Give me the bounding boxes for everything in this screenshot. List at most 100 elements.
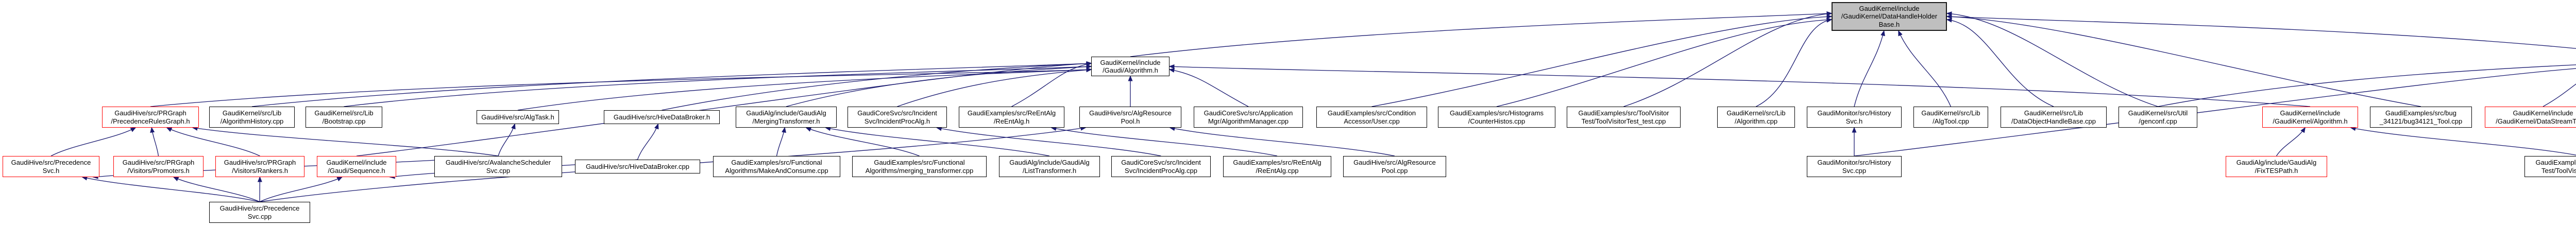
node-algtask_h[interactable]: GaudiHive/src/AlgTask.h (477, 110, 559, 124)
include-edge (1756, 18, 1833, 107)
node-bootstrap_cpp[interactable]: GaudiKernel/src/Lib/Bootstrap.cpp (306, 107, 382, 128)
node-sequence_h[interactable]: GaudiKernel/include/Gaudi/Sequence.h (317, 156, 396, 177)
node-label-line: GaudiExamples/src/bug (2385, 109, 2456, 117)
node-label-line: GaudiHive/src/PRGraph (122, 159, 195, 166)
node-label-line: GaudiCoreSvc/src/Application (1204, 109, 1293, 117)
include-edge (166, 127, 260, 157)
node-gk_algorithm_h[interactable]: GaudiKernel/include/GaudiKernel/Algorith… (2262, 107, 2358, 128)
node-label-line: GaudiKernel/include (2280, 109, 2341, 117)
node-label-line: /Algorithm.cpp (1734, 117, 1778, 125)
node-toolvisitortestlib_cpp[interactable]: GaudiExamples/src/ToolVisitorTest/ToolVi… (2524, 156, 2576, 177)
node-label-line: Test/ToolVisitorTestLib.cpp (2541, 166, 2576, 175)
node-label-line: GaudiMonitor/src/History (1817, 159, 1891, 166)
node-algtool_cpp[interactable]: GaudiKernel/src/Lib/AlgTool.cpp (1913, 107, 1988, 128)
node-label-line: /ListTransformer.h (1022, 166, 1077, 175)
include-edge (1496, 18, 1833, 107)
node-genconf_cpp[interactable]: GaudiKernel/src/Util/genconf.cpp (2119, 107, 2197, 128)
node-label-line: GaudiCoreSvc/src/Incident (1121, 159, 1201, 166)
include-edge (1130, 11, 1833, 57)
node-label-line: /GaudiKernel/DataStreamTool.h (2496, 117, 2576, 125)
node-hivedatabroker_cpp[interactable]: GaudiHive/src/HiveDataBroker.cpp (575, 160, 700, 173)
node-label-line: Pool.cpp (1381, 166, 1408, 175)
include-edge (1168, 64, 2311, 107)
include-edge (2158, 64, 2576, 107)
include-edge (1623, 11, 1833, 107)
node-label-line: Test/ToolVisitorTest_test.cpp (1581, 117, 1666, 125)
include-edge (2543, 83, 2576, 107)
node-mergingtransformer_h[interactable]: GaudiAlg/include/GaudiAlg/MergingTransfo… (736, 107, 837, 128)
node-label-line: GaudiAlg/include/GaudiAlg (2236, 159, 2317, 166)
include-edge (776, 127, 786, 157)
node-fixtespath_h[interactable]: GaudiAlg/include/GaudiAlg/FixTESPath.h (2226, 156, 2327, 177)
node-label-line: GaudiHive/src/AlgTask.h (481, 113, 554, 121)
node-label-line: /Visitors/Rankers.h (232, 166, 288, 175)
include-edge (173, 177, 260, 202)
node-reentalg_h[interactable]: GaudiExamples/src/ReEntAlg/ReEntAlg.h (959, 107, 1064, 128)
include-edge (1946, 14, 2576, 49)
node-alghistory_cpp[interactable]: GaudiKernel/src/Lib/AlgorithmHistory.cpp (209, 107, 295, 128)
node-label-line: GaudiKernel/src/Lib (1726, 109, 1786, 117)
include-edge (50, 127, 137, 157)
node-datastreamtool_h[interactable]: GaudiKernel/include/GaudiKernel/DataStre… (2485, 107, 2576, 128)
include-edge (637, 123, 659, 160)
include-edge (1946, 11, 2158, 107)
node-label-line: /PrecedenceRulesGraph.h (111, 117, 190, 125)
include-edge (1946, 14, 2421, 107)
node-promoters_h[interactable]: GaudiHive/src/PRGraph/Visitors/Promoters… (113, 156, 204, 177)
node-label-line: GaudiHive/src/PRGraph (224, 159, 296, 166)
node-listtransformer_h[interactable]: GaudiAlg/include/GaudiAlg/ListTransforme… (999, 156, 1100, 177)
node-label-line: Algorithms/MakeAndConsume.cpp (725, 166, 828, 175)
node-label-line: GaudiHive/src/Precedence (219, 204, 300, 212)
node-label-line: Svc.h (42, 166, 60, 175)
node-label-line: Svc.cpp (247, 212, 272, 220)
node-label-line: Svc.cpp (486, 166, 511, 175)
include-edge (2350, 126, 2576, 155)
node-label-line: GaudiExamples/src/ReEntAlg (967, 109, 1056, 117)
node-label-line: GaudiKernel/include (1859, 4, 1920, 12)
node-label-line: Algorithms/merging_transformer.cpp (865, 166, 974, 175)
node-prgraph[interactable]: GaudiHive/src/PRGraph/PrecedenceRulesGra… (102, 107, 199, 128)
node-label-line: GaudiCoreSvc/src/Incident (857, 109, 937, 117)
node-label-line: GaudiHive/src/AlgResource (1353, 159, 1436, 166)
node-label-line: GaudiHive/src/PRGraph (114, 109, 187, 117)
node-label-line: _34121/bug34121_Tool.cpp (2379, 117, 2463, 125)
node-reentalg_cpp[interactable]: GaudiExamples/src/ReEntAlg/ReEntAlg.cpp (1223, 156, 1331, 177)
node-label-line: GaudiKernel/include (2513, 109, 2573, 117)
node-label-line: Mgr/AlgorithmManager.cpp (1208, 117, 1289, 125)
node-label-line: Svc/IncidentProcAlg.h (864, 117, 930, 125)
node-algorithm_cpp[interactable]: GaudiKernel/src/Lib/Algorithm.cpp (1717, 107, 1795, 128)
node-bug34121_tool_cpp[interactable]: GaudiExamples/src/bug_34121/bug34121_Too… (2370, 107, 2472, 128)
node-label-line: /GaudiKernel/Algorithm.h (2273, 117, 2348, 125)
node-counterhistos_cpp[interactable]: GaudiExamples/src/Histograms/CounterHist… (1438, 107, 1555, 128)
node-label-line: /MergingTransformer.h (752, 117, 820, 125)
include-edge (150, 127, 159, 157)
node-rankers_h[interactable]: GaudiHive/src/PRGraph/Visitors/Rankers.h (215, 156, 304, 177)
include-edge (1011, 62, 1092, 107)
include-edge (192, 126, 499, 157)
include-edge (825, 126, 1050, 157)
node-label-line: Pool.h (1121, 117, 1140, 125)
node-hivedatabroker_h[interactable]: GaudiHive/src/HiveDataBroker.h (604, 110, 720, 124)
node-dataobjecthandlebase_cpp[interactable]: GaudiKernel/src/Lib/DataObjectHandleBase… (2001, 107, 2107, 128)
include-edge (1168, 68, 1249, 107)
node-label-line: GaudiKernel/src/Util (2128, 109, 2188, 117)
include-edge (1169, 126, 1395, 157)
node-label-line: GaudiExamples/src/Functional (731, 159, 822, 166)
node-alg_h_hub[interactable]: GaudiKernel/include/Gaudi/Algorithm.h (1091, 57, 1170, 76)
include-edge (259, 177, 343, 202)
